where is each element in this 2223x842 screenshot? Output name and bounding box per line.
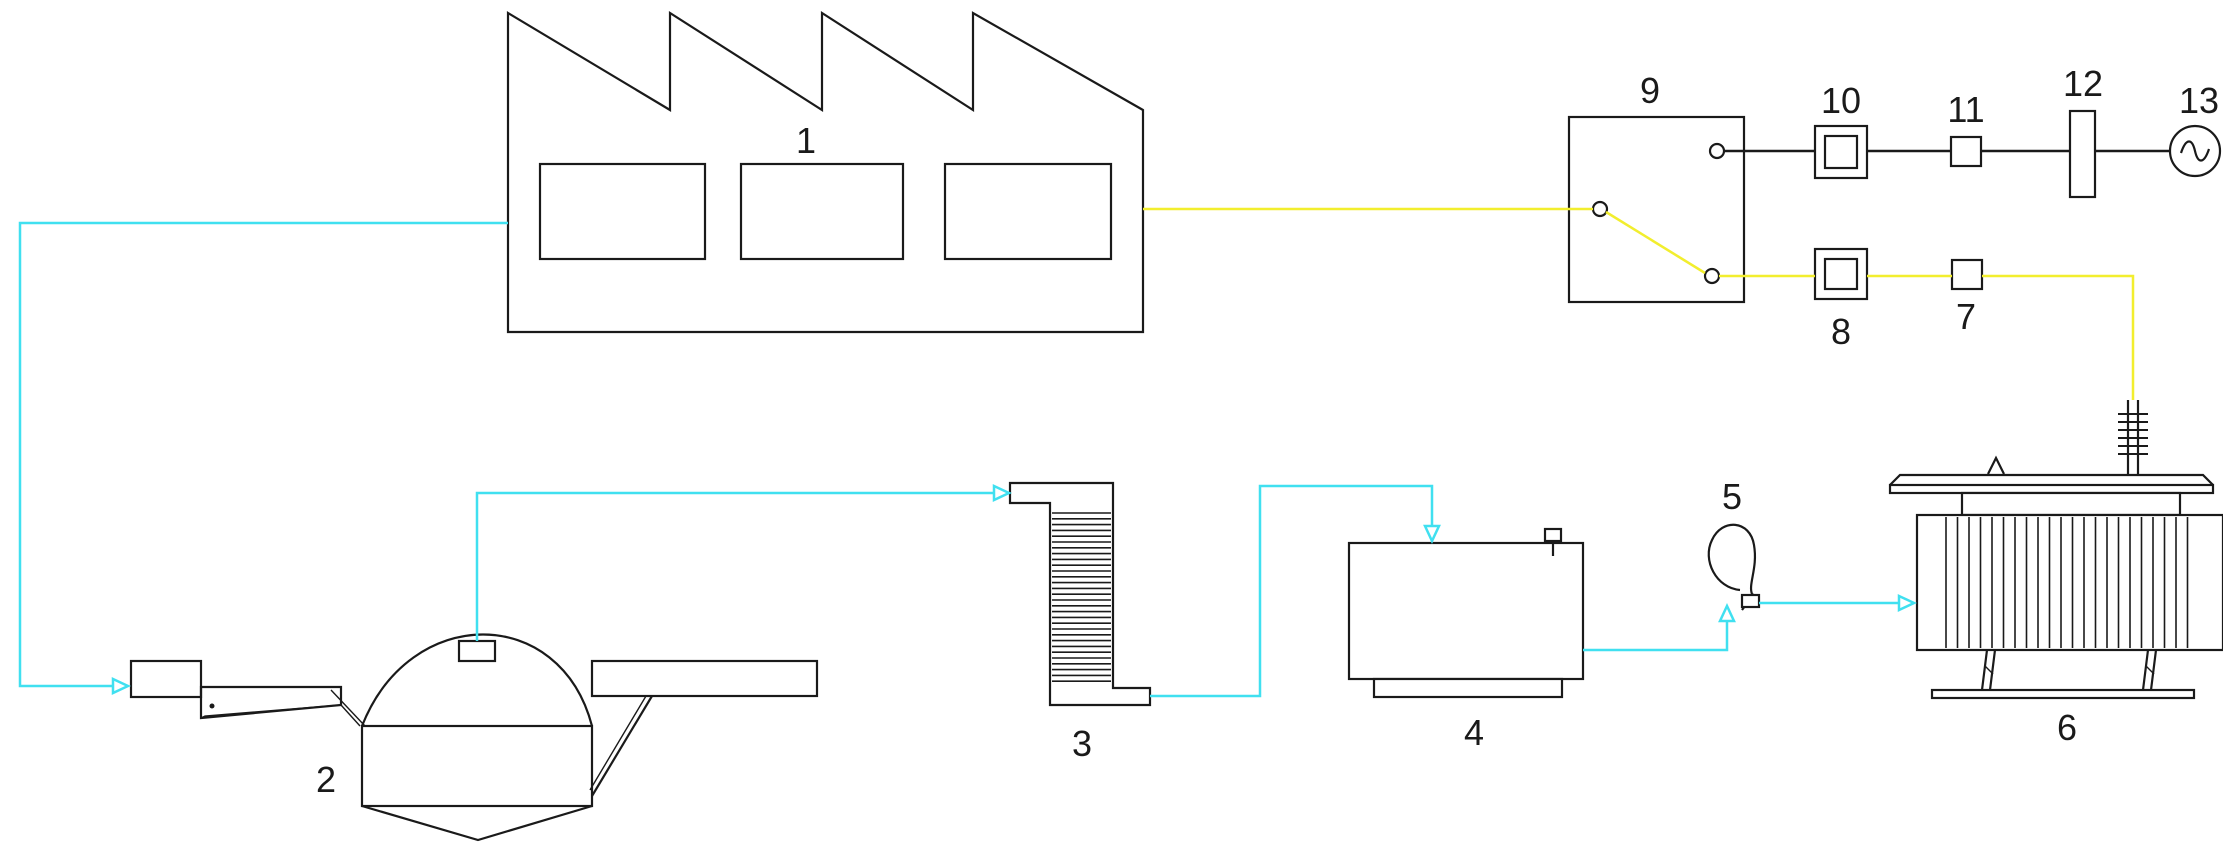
label-6: 6 [2057, 707, 2077, 748]
fluid-lines [18, 221, 1917, 698]
storage-body [1347, 541, 1585, 681]
label-8: 8 [1831, 311, 1851, 352]
transformer-core [1915, 513, 2223, 652]
label-4: 4 [1464, 712, 1484, 753]
label-12: 12 [2063, 63, 2103, 104]
outlet-conveyor [590, 659, 819, 698]
transformer-symbol-10 [1813, 124, 1869, 180]
tank-hopper [361, 804, 593, 842]
tank-unit [129, 633, 819, 842]
tank-top-port [457, 639, 497, 663]
ac-source-13 [2168, 124, 2222, 178]
switch-terminal-lower [1703, 267, 1721, 285]
busbar-12 [2068, 109, 2097, 199]
label-5: 5 [1722, 476, 1742, 517]
transformer [1888, 400, 2223, 700]
label-11: 11 [1947, 89, 1984, 130]
breaker-7 [1950, 258, 1984, 291]
transformer-bushing [2118, 400, 2148, 475]
arrow-to-storage [1423, 524, 1441, 544]
storage-vent [1543, 527, 1563, 543]
switch-terminal-upper [1708, 142, 1726, 160]
breaker-11 [1949, 135, 1983, 168]
factory-window-1 [538, 162, 707, 261]
coil-unit [1707, 523, 1761, 611]
tank-dome [360, 633, 594, 727]
storage-unit [1347, 527, 1585, 699]
label-3: 3 [1072, 723, 1092, 764]
power-lines [1143, 207, 2135, 400]
arrow-to-coil [1718, 603, 1736, 623]
label-7: 7 [1956, 296, 1976, 337]
transformer-symbol-8 [1813, 247, 1869, 301]
arrow-to-tank [111, 677, 131, 695]
label-9: 9 [1640, 70, 1660, 111]
label-2: 2 [316, 759, 336, 800]
feed-chute [199, 685, 343, 720]
exchanger-fins [1052, 512, 1111, 683]
label-1: 1 [796, 120, 816, 161]
feed-inlet-box [129, 659, 203, 699]
label-10: 10 [1821, 80, 1861, 121]
factory-window-3 [943, 162, 1113, 261]
label-13: 13 [2179, 80, 2219, 121]
tank-body [360, 724, 594, 808]
arrow-to-exchanger [992, 484, 1012, 502]
factory-building [506, 10, 1145, 334]
transformer-ribs [1945, 517, 2189, 648]
heat-exchanger [1008, 481, 1152, 707]
transformer-base [1930, 688, 2196, 700]
switch-common-terminal [1591, 200, 1609, 218]
transformer-lifting-lug [1987, 455, 2005, 475]
arrow-to-transformer [1897, 594, 1917, 612]
storage-base [1372, 677, 1564, 699]
switch-box [1567, 115, 1746, 304]
factory-window-2 [739, 162, 905, 261]
